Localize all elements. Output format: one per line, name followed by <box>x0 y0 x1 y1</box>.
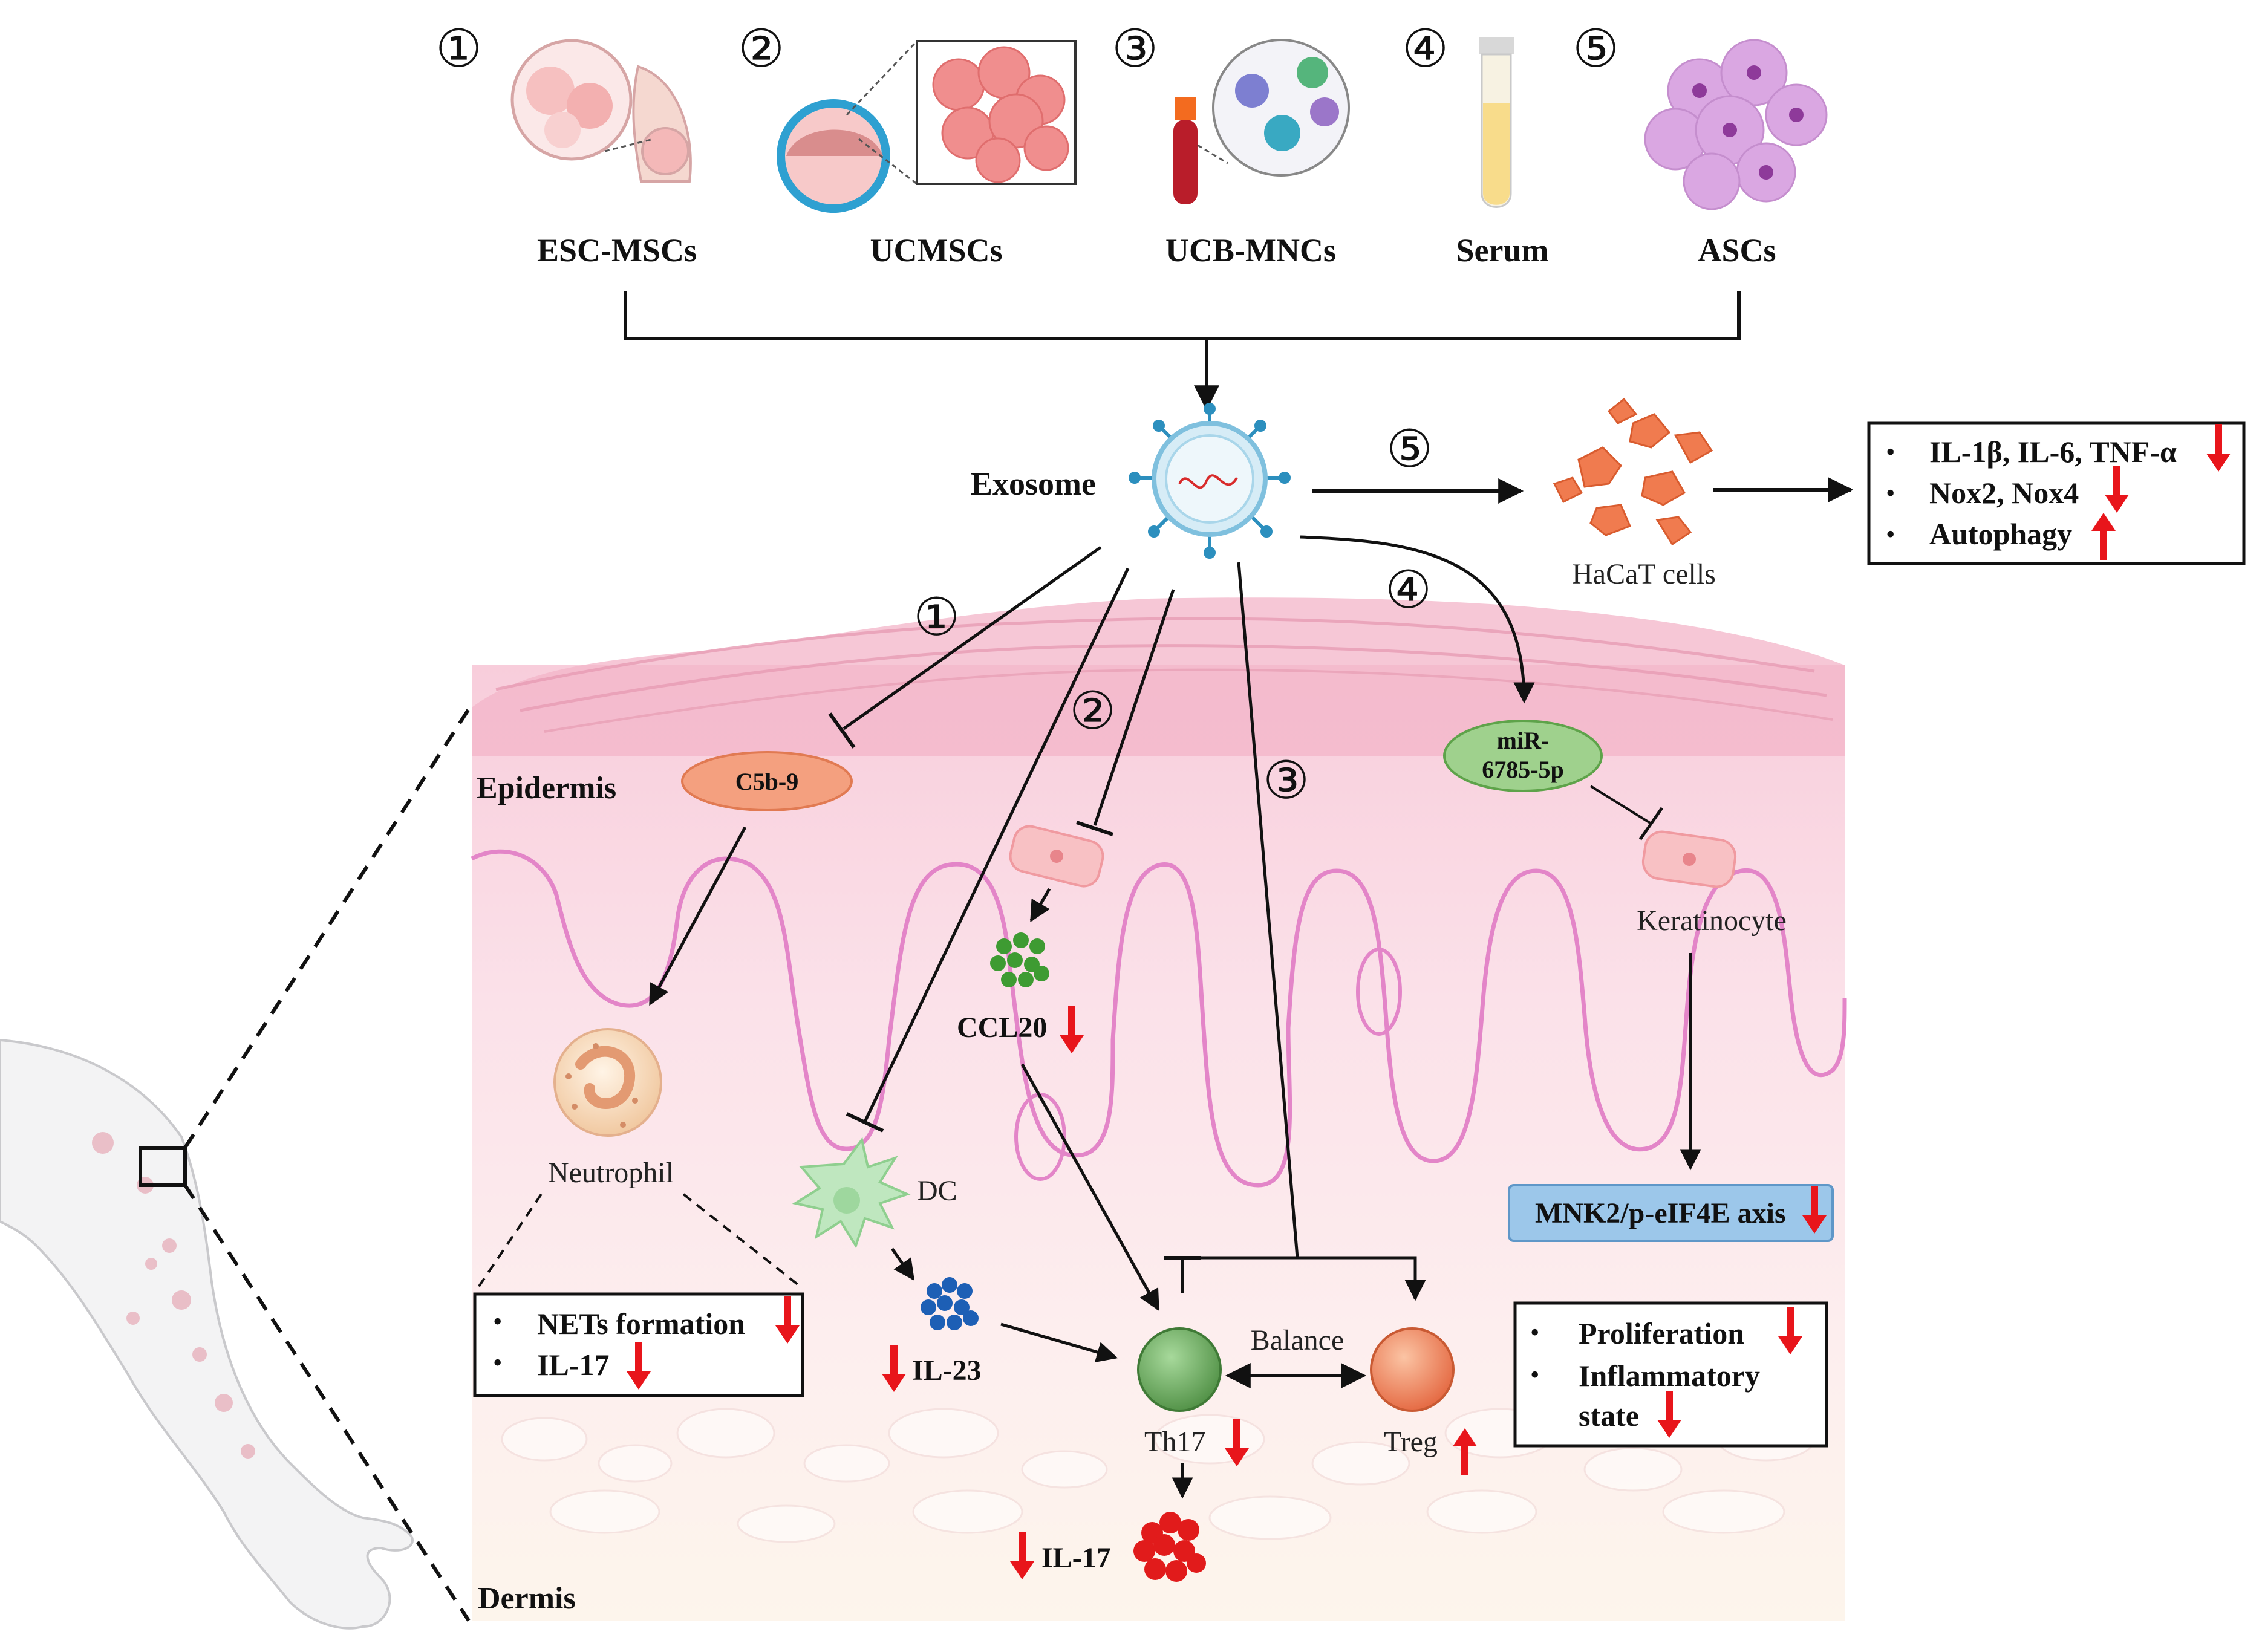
c5b-9-label: C5b-9 <box>735 768 798 795</box>
exosome: Exosome <box>971 403 1291 559</box>
source-number-3: ③ <box>1112 20 1158 78</box>
il-17-label: IL-17 <box>1041 1542 1111 1574</box>
th17-label: Th17 <box>1144 1426 1205 1458</box>
hacat-effects-box <box>1867 421 2246 565</box>
source-label-esc-mscs: ESC-MSCs <box>537 232 697 268</box>
svg-text:•: • <box>1886 437 1895 467</box>
dc-label: DC <box>917 1175 957 1207</box>
source-number-1: ① <box>435 20 482 78</box>
svg-text:•: • <box>1530 1318 1539 1347</box>
epidermis-label: Epidermis <box>477 771 616 805</box>
source-label-ucmscs: UCMSCs <box>870 232 1002 268</box>
source-esc-mscs: ① ESC-MSCs <box>435 20 697 268</box>
pathway-dc: DC IL-23 <box>792 567 1130 1392</box>
effect-nets-formation: NETs formation <box>537 1307 745 1341</box>
svg-text:•: • <box>493 1307 502 1336</box>
source-number-5: ⑤ <box>1573 20 1619 78</box>
svg-text:•: • <box>1530 1360 1539 1390</box>
hacat-label: HaCaT cells <box>1572 558 1716 590</box>
pathway-1: ① C5b-9 Neutrophil • NETs formation • IL… <box>473 545 1102 1397</box>
il-23-cluster <box>921 1277 979 1330</box>
pathway-number-1: ① <box>913 588 960 646</box>
effect-inflammatory-line1: Inflammatory <box>1579 1359 1760 1393</box>
treg-label: Treg <box>1384 1426 1438 1458</box>
pathway-number-3: ③ <box>1263 752 1309 810</box>
arm-illustration <box>0 703 474 1630</box>
source-bracket <box>624 291 1741 411</box>
pathway-4: ④ miR- 6785-5p Keratinocyte MNK2/p-eIF4E… <box>1300 535 1834 1448</box>
svg-text:•: • <box>493 1348 502 1377</box>
skin-section: Epidermis Dermis <box>471 597 1847 1621</box>
il-23-label: IL-23 <box>912 1354 982 1387</box>
pathway-number-2: ② <box>1069 682 1116 740</box>
ccl20-label: CCL20 <box>957 1012 1047 1044</box>
hacat-cells-illustration <box>1553 397 1713 546</box>
treg-cell <box>1370 1327 1455 1412</box>
source-serum: ④ Serum <box>1402 20 1549 268</box>
hacat-effect-nox: Nox2, Nox4 <box>1929 476 2079 510</box>
ccl20-cluster <box>990 932 1049 987</box>
c5b-9-node <box>681 751 853 811</box>
th17-cell <box>1137 1327 1222 1412</box>
source-row: ① ESC-MSCs ② UCMSCs ③ <box>435 20 1828 268</box>
source-number-2: ② <box>738 20 784 78</box>
mir-6785-5p-node <box>1443 720 1603 792</box>
source-ucmscs: ② UCMSCs <box>738 20 1077 268</box>
source-label-ucb-mncs: UCB-MNCs <box>1165 232 1336 268</box>
svg-text:•: • <box>1886 478 1895 508</box>
source-number-4: ④ <box>1402 20 1449 78</box>
source-ucb-mncs: ③ UCB-MNCs <box>1112 20 1350 268</box>
source-label-serum: Serum <box>1456 232 1549 268</box>
il-17-cluster <box>1133 1512 1206 1582</box>
stratum-corneum <box>472 597 1845 756</box>
neutrophil-label: Neutrophil <box>548 1157 674 1189</box>
keratinocyte-label: Keratinocyte <box>1637 905 1787 937</box>
svg-text:•: • <box>1886 519 1895 549</box>
effect-il17-neutrophil: IL-17 <box>537 1348 609 1382</box>
pathway-number-5: ⑤ <box>1386 420 1433 478</box>
dermis-label: Dermis <box>478 1581 576 1616</box>
exosome-label: Exosome <box>971 466 1096 502</box>
neutrophil-icon <box>553 1028 662 1137</box>
pathway-3: ③ Balance Th17 Treg IL-17 <box>1010 562 1477 1582</box>
source-label-ascs: ASCs <box>1698 232 1776 268</box>
effect-proliferation: Proliferation <box>1579 1316 1744 1350</box>
hacat-effect-cytokines: IL-1β, IL-6, TNF-α <box>1929 435 2177 469</box>
zoom-box <box>139 1146 187 1187</box>
balance-label: Balance <box>1251 1324 1344 1356</box>
mnk2-axis-label: MNK2/p-eIF4E axis <box>1535 1197 1786 1229</box>
dendritic-cell-icon <box>792 1137 911 1249</box>
pathway-2: ② CCL20 <box>957 589 1175 1312</box>
mnk2-axis-box <box>1508 1184 1834 1242</box>
mir-label-line2: 6785-5p <box>1482 756 1564 783</box>
rete-ridges <box>471 849 1847 1188</box>
effect-inflammatory-line2: state <box>1579 1399 1639 1432</box>
source-ascs: ⑤ ASCs <box>1573 20 1828 268</box>
mir-label-line1: miR- <box>1497 727 1550 754</box>
hacat-effect-autophagy: Autophagy <box>1929 517 2072 551</box>
pathway-5: ⑤ HaCaT cells • IL-1β, IL-6, TNF-α • Nox… <box>1312 397 2246 590</box>
pathway-number-4: ④ <box>1385 561 1432 619</box>
